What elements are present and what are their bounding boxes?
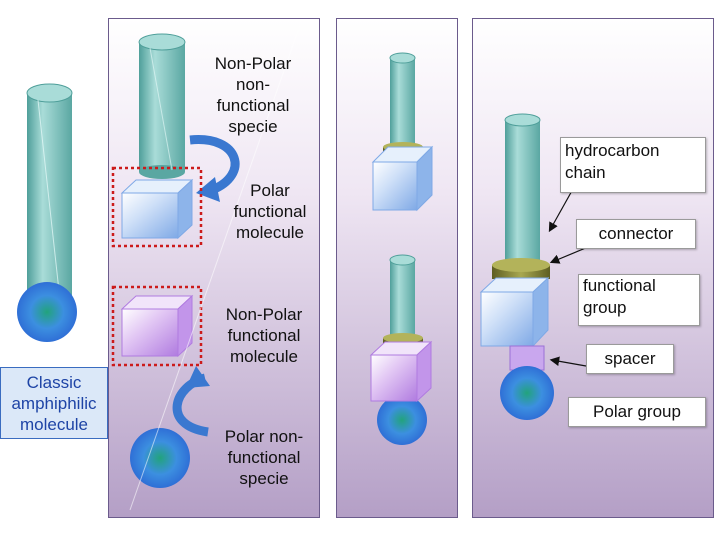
label-hydrocarbon-chain: hydrocarbon chain	[560, 137, 706, 193]
label-polar-nonfunctional: Polar non- functional specie	[224, 427, 304, 488]
dotted-selection-box-2	[111, 285, 203, 367]
label-spacer: spacer	[586, 344, 674, 374]
classic-polar-head	[17, 282, 77, 342]
pointer-spacer	[549, 356, 587, 367]
label-nonpolar-nonfunctional: Non-Polar non- functional specie	[214, 54, 292, 136]
polar-functional-cube	[120, 178, 194, 240]
label-polar-group: Polar group	[568, 397, 706, 427]
dotted-selection-box-1	[111, 166, 203, 248]
label-functional-group: functional group	[578, 274, 700, 326]
curved-arrow-top-icon	[189, 135, 240, 202]
labeled-structure	[479, 113, 554, 420]
pointer-connector	[549, 246, 589, 264]
assembly-lower	[369, 254, 433, 445]
decorative-line	[129, 24, 301, 511]
classic-cylinder	[26, 83, 73, 311]
label-polar-functional: Polar functional molecule	[233, 181, 307, 242]
label-connector: connector	[576, 219, 696, 249]
polar-nonfunctional-sphere	[130, 428, 190, 488]
nonpolar-functional-cube	[120, 294, 194, 358]
nonpolar-nonfunctional-cylinder	[138, 33, 186, 179]
label-nonpolar-functional: Non-Polar functional molecule	[225, 305, 303, 366]
assembly-upper	[371, 52, 434, 212]
curved-arrow-bottom-icon	[172, 366, 210, 437]
label-classic-amphiphilic: Classic amphiphilic molecule	[0, 367, 108, 439]
